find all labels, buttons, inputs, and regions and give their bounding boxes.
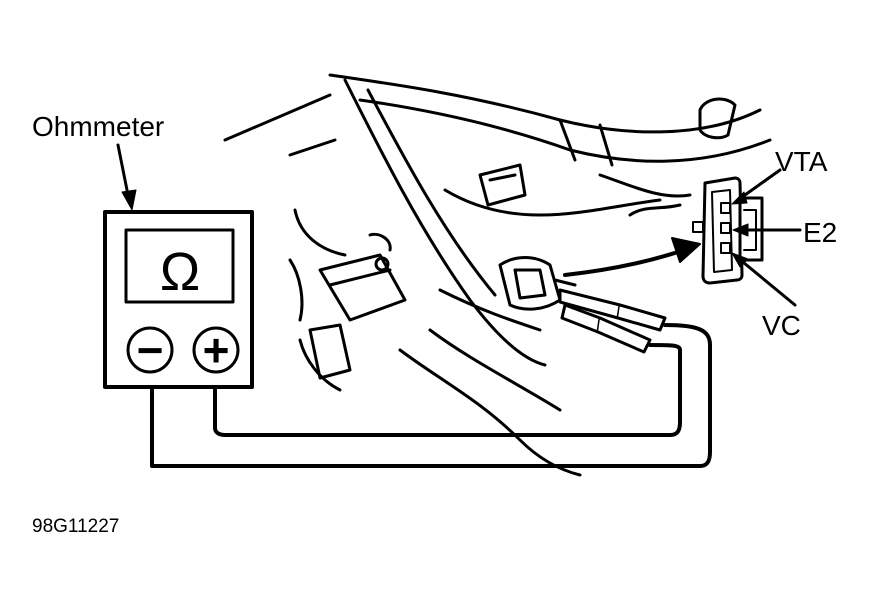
test-probes (558, 288, 667, 354)
engine-sketch (223, 73, 772, 477)
ohmmeter (103, 143, 254, 389)
plus-symbol: + (203, 324, 230, 376)
pin-vta-terminal (720, 202, 731, 214)
positive-test-lead (213, 343, 682, 437)
connector-latch (692, 221, 704, 233)
vc-pointer (736, 256, 797, 307)
positive-terminal (192, 326, 240, 374)
minus-symbol: − (137, 324, 164, 376)
pin-e2-terminal (720, 222, 731, 234)
figure-id: 98G11227 (32, 516, 119, 537)
pin-label-vta: VTA (775, 146, 828, 177)
ohmmeter-label: Ohmmeter (32, 111, 164, 142)
ohm-symbol: Ω (160, 242, 200, 302)
negative-test-lead (150, 323, 712, 468)
sensor-connector-inset (692, 168, 802, 307)
pin-vc-terminal (720, 242, 731, 254)
pin-label-e2: E2 (803, 217, 837, 248)
negative-terminal (126, 326, 174, 374)
meter-label-pointer (116, 143, 130, 197)
pin-label-vc: VC (762, 310, 801, 341)
ohmmeter-display (124, 228, 235, 304)
connector-callout-arrow (563, 237, 701, 277)
